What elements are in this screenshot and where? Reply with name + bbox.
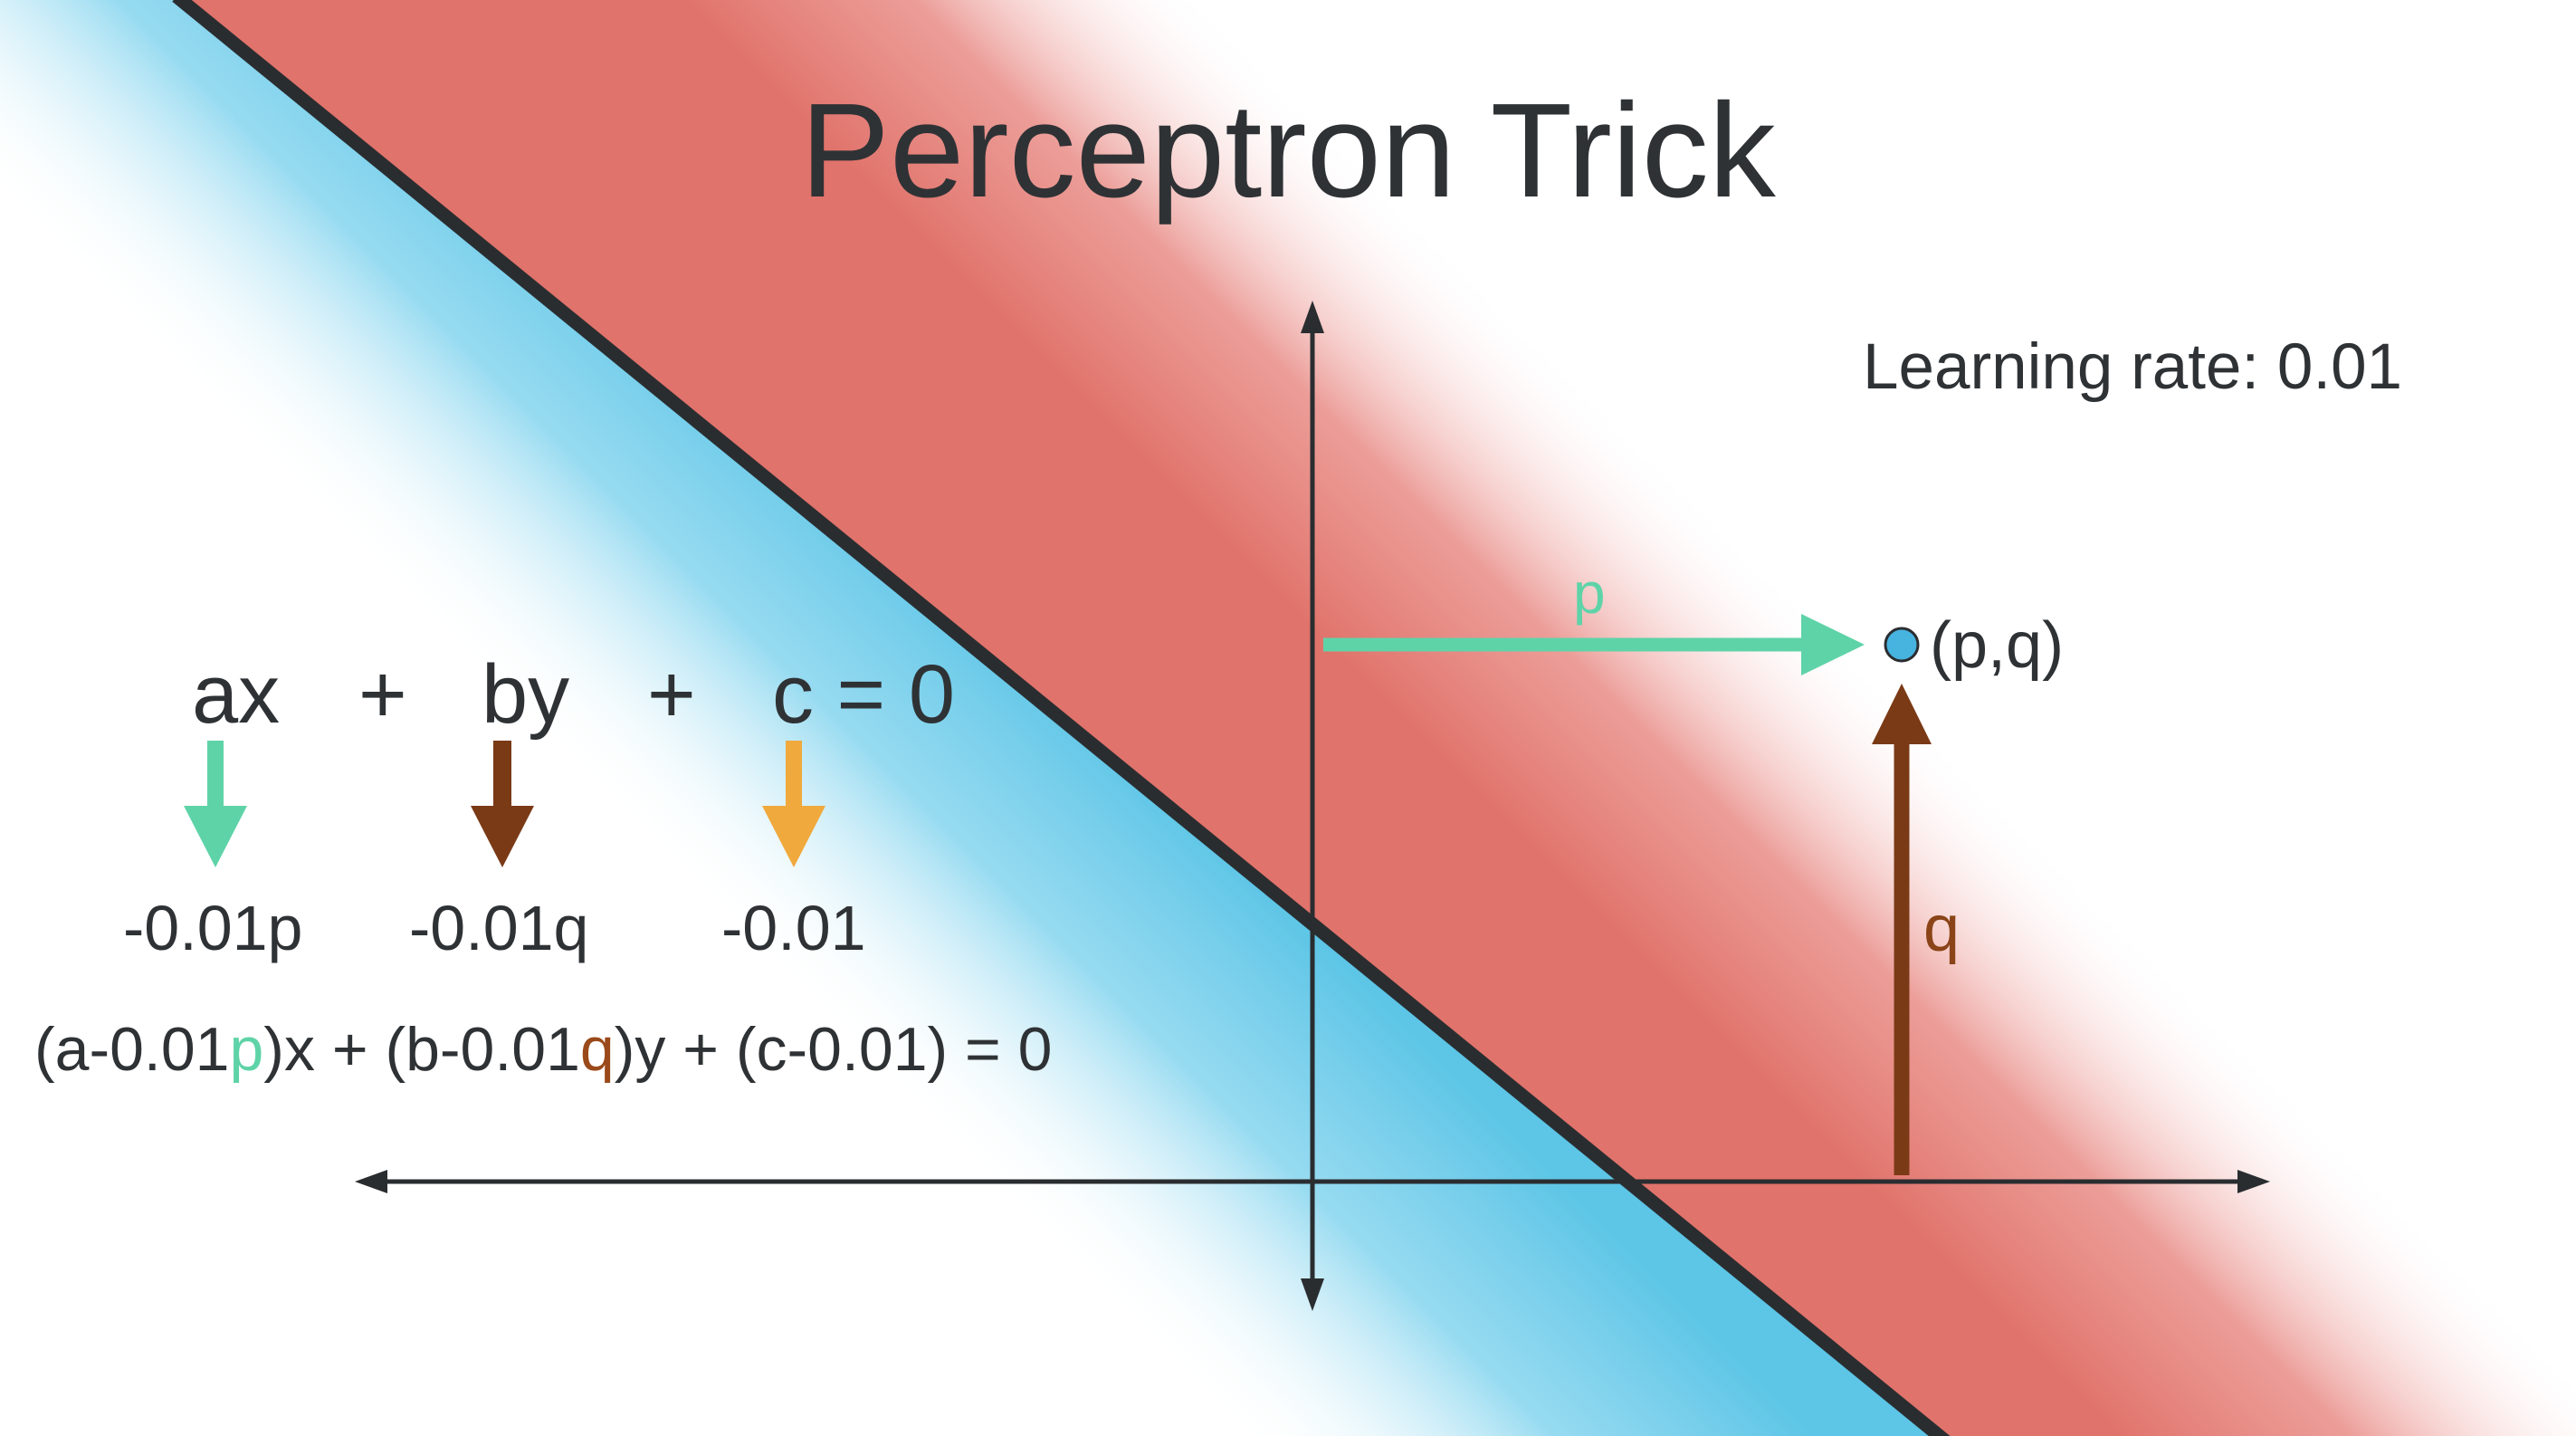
update-value-b: -0.01q [409,893,589,963]
equation-plus-2: + [647,648,696,741]
update-arrow-b-icon [471,741,534,867]
update-value-c: -0.01 [721,893,866,963]
updated-equation-q: q [579,1015,615,1084]
page-title: Perceptron Trick [800,76,1776,225]
p-arrow-head-icon [1801,614,1865,675]
x-axis-arrow-right-icon [2237,1170,2270,1193]
updated-equation-part-1: (a-0.01 [34,1015,230,1084]
updated-equation: (a-0.01p)x + (b-0.01q)y + (c-0.01) = 0 [34,1014,1052,1085]
point-marker [1884,627,1920,663]
x-axis-arrow-left-icon [355,1170,387,1193]
update-arrow-c-icon [762,741,825,867]
y-axis-arrow-top-icon [1301,301,1324,333]
point-label: (p,q) [1930,609,2065,682]
equation-plus-1: + [358,648,407,741]
q-arrow-head-icon [1872,684,1932,744]
negative-region [0,0,1940,1436]
equation-term-ax: ax [192,648,281,741]
update-arrow-a-icon [184,741,247,867]
y-axis-arrow-bottom-icon [1301,1278,1324,1311]
q-arrow-label: q [1923,893,1961,965]
p-arrow-label: p [1573,560,1606,626]
updated-equation-part-3: )y + (c-0.01) = 0 [614,1015,1053,1084]
learning-rate-label: Learning rate: 0.01 [1863,331,2403,403]
equation-term-c: c = 0 [772,648,956,741]
updated-equation-p: p [229,1015,264,1084]
equation-term-by: by [482,648,570,741]
update-value-a: -0.01p [123,893,303,963]
positive-region [181,0,2576,1436]
decision-boundary [172,0,1951,1436]
updated-equation-part-2: )x + (b-0.01 [263,1015,580,1084]
